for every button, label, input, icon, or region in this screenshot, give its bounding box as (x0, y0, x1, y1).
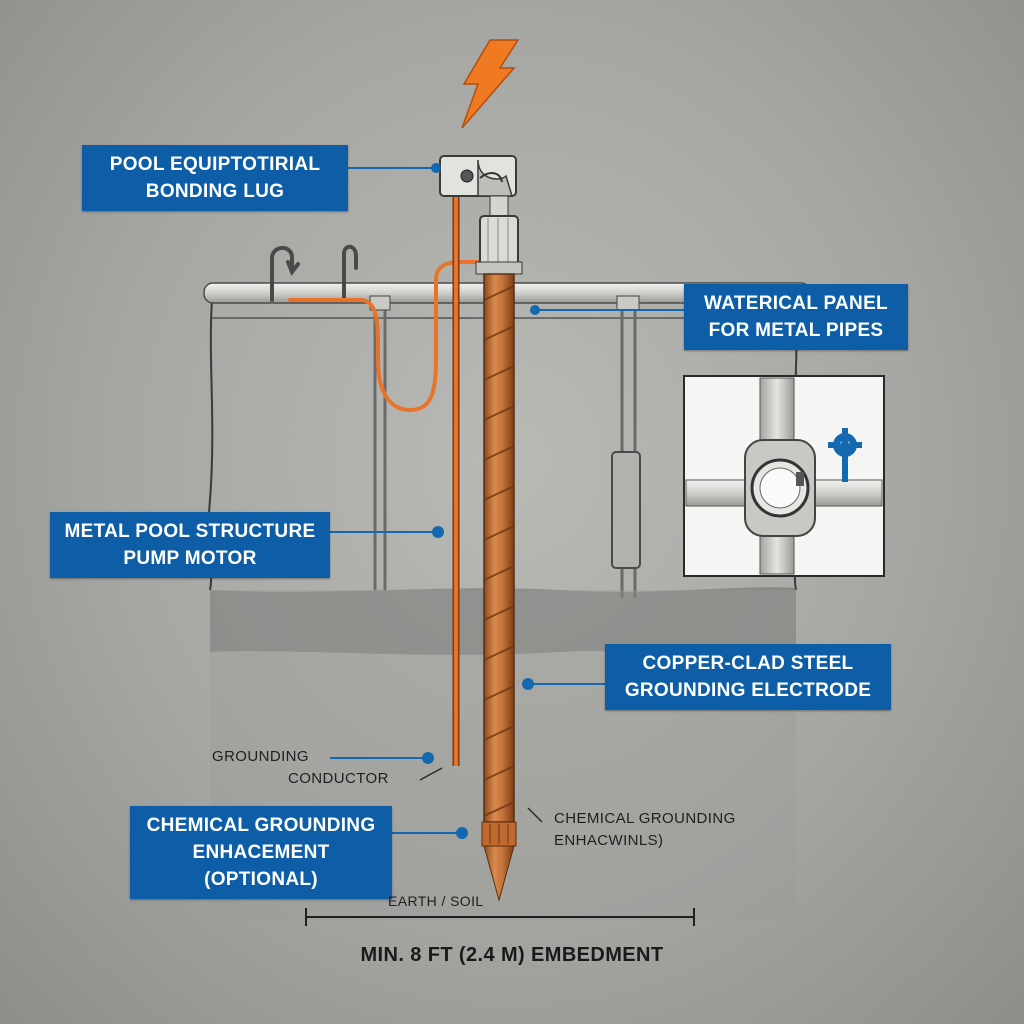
embedment-dimension-line (305, 908, 695, 926)
label-copper-electrode: COPPER-CLAD STEEL GROUNDING ELECTRODE (605, 644, 891, 710)
label-grounding-conductor-line1: GROUNDING (212, 748, 309, 765)
label-earth-soil: EARTH / SOIL (388, 893, 484, 909)
label-grounding-conductor: GROUNDING CONDUCTOR (212, 746, 389, 790)
label-waterical-panel-line1: WATERICAL PANEL (704, 293, 888, 314)
bonding-lug (439, 155, 517, 197)
label-embedment: MIN. 8 FT (2.4 M) EMBEDMENT (360, 944, 664, 966)
rod-clamp (475, 195, 523, 275)
label-bonding-lug: POOL EQUIPTOTIRIAL BONDING LUG (82, 145, 348, 211)
copper-clad-rod (481, 273, 517, 902)
pipe-clamp-right (616, 295, 640, 311)
label-metal-pool-line2: PUMP MOTOR (123, 548, 257, 569)
label-chemical-optional: CHEMICAL GROUNDING ENHACEMENT (OPTIONAL) (130, 806, 392, 899)
label-metal-pool-line1: METAL POOL STRUCTURE (64, 521, 316, 542)
pipe-fitting-inset (683, 375, 885, 577)
label-bonding-lug-line1: POOL EQUIPTOTIRIAL (109, 154, 321, 175)
label-chemical-optional-line1: CHEMICAL GROUNDING (146, 815, 376, 836)
label-waterical-panel-line2: FOR METAL PIPES (708, 320, 884, 341)
label-copper-electrode-line2: GROUNDING ELECTRODE (624, 680, 872, 701)
label-copper-electrode-line1: COPPER-CLAD STEEL (642, 653, 854, 674)
label-metal-pool-structure: METAL POOL STRUCTURE PUMP MOTOR (50, 512, 330, 578)
gear-arrow-icon (828, 428, 862, 482)
label-chemical-right-line2: ENHACWINLS) (554, 832, 664, 849)
label-chemical-right-line1: CHEMICAL GROUNDING (554, 810, 736, 827)
label-waterical-panel: WATERICAL PANEL FOR METAL PIPES (684, 284, 908, 350)
annotation-ticks (419, 767, 543, 823)
label-grounding-conductor-line2: CONDUCTOR (288, 770, 389, 787)
label-bonding-lug-line2: BONDING LUG (145, 181, 285, 202)
lightning-bolt-icon (461, 39, 520, 129)
leader-lines (330, 163, 684, 839)
bonding-jumper-wire (288, 260, 482, 413)
label-chemical-right: CHEMICAL GROUNDING ENHACWINLS) (554, 808, 736, 852)
pipe-hooks (270, 244, 358, 302)
label-chemical-optional-line2: ENHACEMENT (OPTIONAL) (192, 842, 330, 890)
